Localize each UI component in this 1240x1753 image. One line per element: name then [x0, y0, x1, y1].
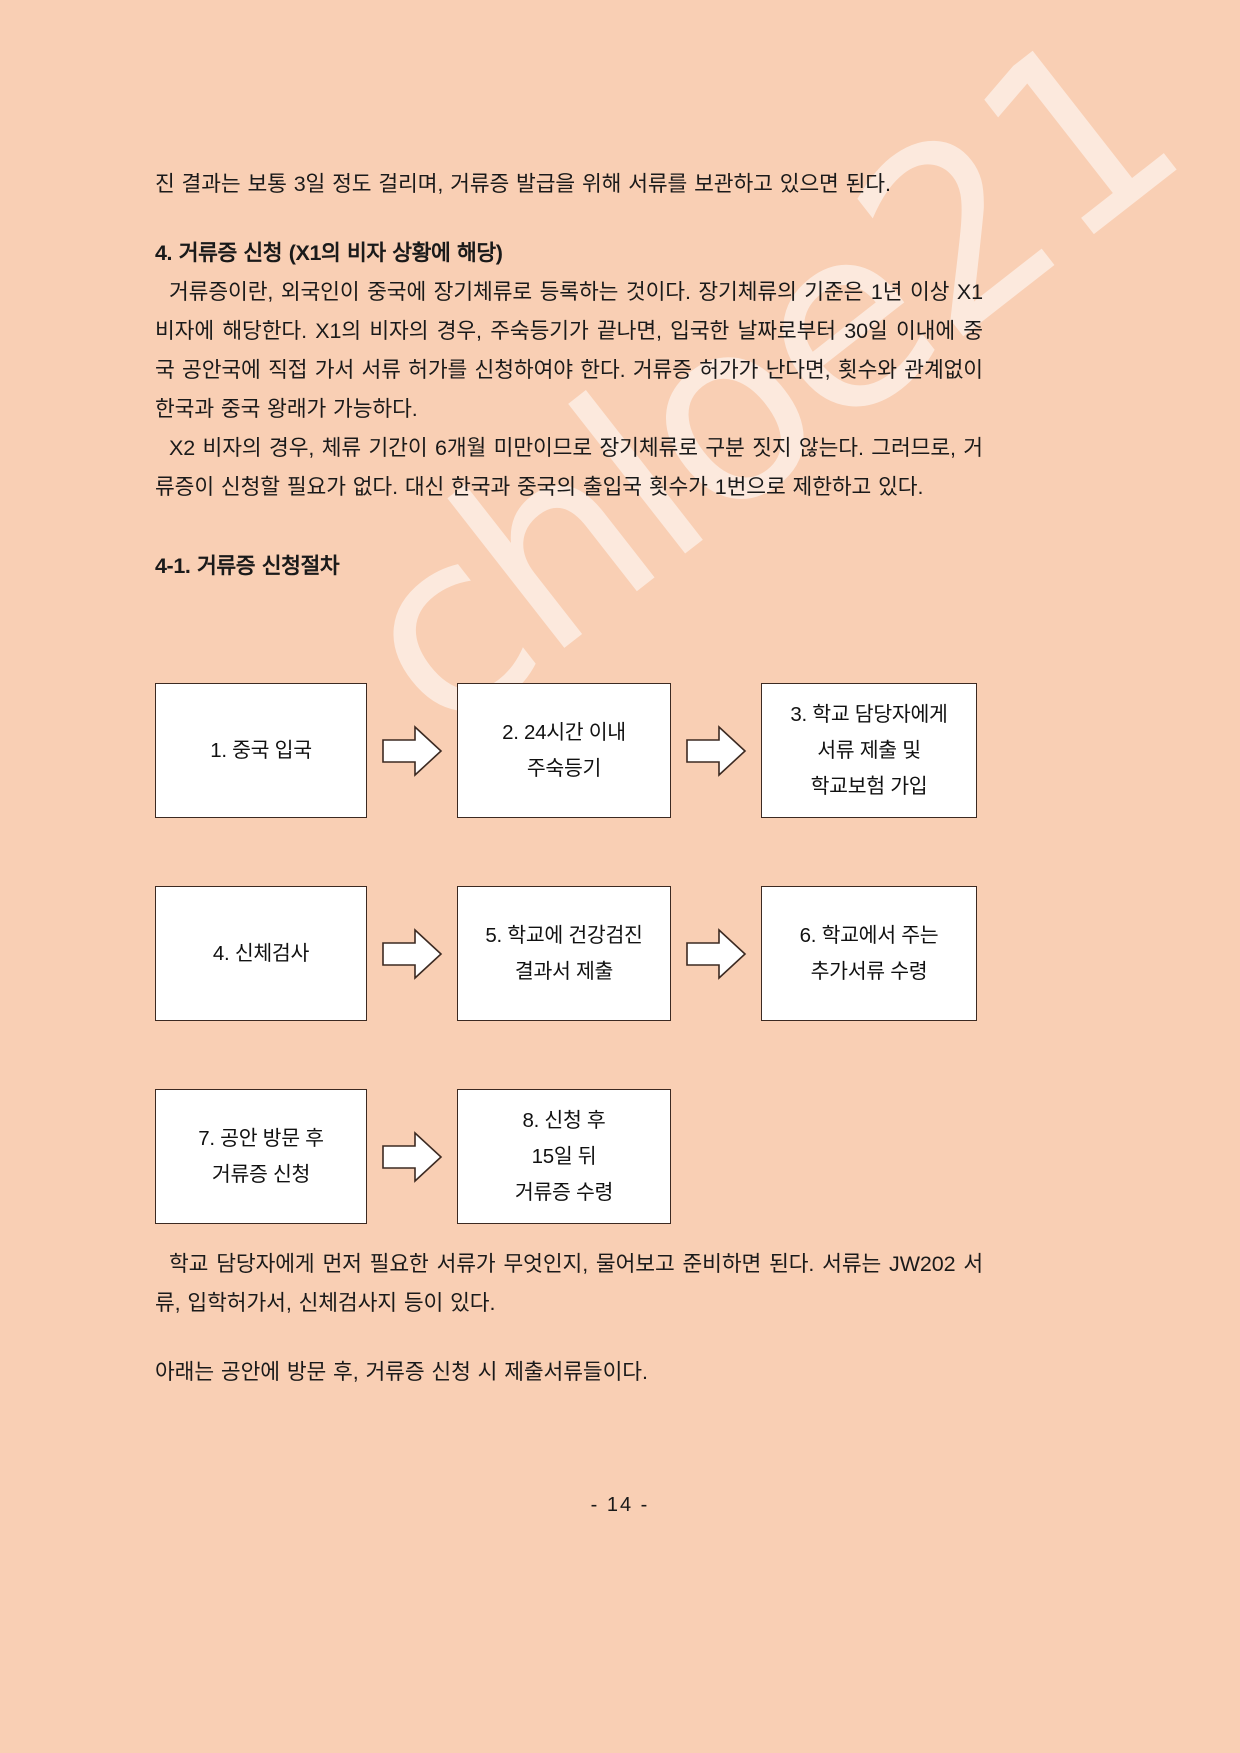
- flow-step-line: 거류증 신청: [211, 1162, 311, 1186]
- arrow-right-icon: [379, 721, 445, 781]
- flow-step-2: 2. 24시간 이내 주숙등기: [457, 683, 671, 818]
- arrow-right-icon: [379, 924, 445, 984]
- document-content-lower: 학교 담당자에게 먼저 필요한 서류가 무엇인지, 물어보고 준비하면 된다. …: [155, 1245, 983, 1392]
- arrow-right-icon: [683, 924, 749, 984]
- flow-step-line: 7. 공안 방문 후: [198, 1126, 324, 1150]
- spacer: [155, 507, 983, 547]
- spacer: [155, 204, 983, 234]
- paragraph-3: 학교 담당자에게 먼저 필요한 서류가 무엇인지, 물어보고 준비하면 된다. …: [155, 1252, 983, 1315]
- flow-step-1: 1. 중국 입국: [155, 683, 367, 818]
- flow-step-7: 7. 공안 방문 후 거류증 신청: [155, 1089, 367, 1224]
- arrow-right-icon: [379, 1127, 445, 1187]
- flow-step-8: 8. 신청 후 15일 뒤 거류증 수령: [457, 1089, 671, 1224]
- flowchart: 1. 중국 입국 2. 24시간 이내 주숙등기 3. 학교 담당자: [155, 683, 985, 1224]
- flow-step-line: 주숙등기: [526, 756, 602, 780]
- document-content: 진 결과는 보통 3일 정도 걸리며, 거류증 발급을 위해 서류를 보관하고 …: [155, 165, 983, 586]
- continued-paragraph: 진 결과는 보통 3일 정도 걸리며, 거류증 발급을 위해 서류를 보관하고 …: [155, 172, 891, 196]
- spacer: [155, 1323, 983, 1353]
- paragraph-2: X2 비자의 경우, 체류 기간이 6개월 미만이므로 장기체류로 구분 짓지 …: [155, 436, 983, 499]
- flow-step-4: 4. 신체검사: [155, 886, 367, 1021]
- flowchart-row: 7. 공안 방문 후 거류증 신청 8. 신청 후 15일 뒤 거류증 수령: [155, 1089, 985, 1224]
- flow-step-line: 학교보험 가입: [810, 774, 928, 798]
- flow-step-line: 거류증 수령: [514, 1180, 614, 1204]
- paragraph-1: 거류증이란, 외국인이 중국에 장기체류로 등록하는 것이다. 장기체류의 기준…: [155, 280, 983, 421]
- flow-step-line: 15일 뒤: [531, 1144, 597, 1168]
- flowchart-row: 4. 신체검사 5. 학교에 건강검진 결과서 제출 6. 학교에서: [155, 886, 985, 1021]
- flow-step-line: 1. 중국 입국: [210, 738, 312, 762]
- flow-step-line: 5. 학교에 건강검진: [485, 923, 643, 947]
- arrow-right-icon: [683, 721, 749, 781]
- flow-step-line: 서류 제출 및: [817, 738, 921, 762]
- flowchart-row: 1. 중국 입국 2. 24시간 이내 주숙등기 3. 학교 담당자: [155, 683, 985, 818]
- flow-step-6: 6. 학교에서 주는 추가서류 수령: [761, 886, 977, 1021]
- page-number: - 14 -: [590, 1494, 650, 1516]
- flow-step-3: 3. 학교 담당자에게 서류 제출 및 학교보험 가입: [761, 683, 977, 818]
- flow-step-line: 결과서 제출: [514, 959, 614, 983]
- flow-step-line: 8. 신청 후: [522, 1108, 606, 1132]
- flow-step-line: 3. 학교 담당자에게: [790, 702, 948, 726]
- flow-step-line: 6. 학교에서 주는: [799, 923, 939, 947]
- flow-step-line: 추가서류 수령: [810, 959, 928, 983]
- section-heading: 4. 거류증 신청 (X1의 비자 상황에 해당): [155, 241, 503, 265]
- flow-step-line: 2. 24시간 이내: [502, 720, 626, 744]
- flow-step-line: 4. 신체검사: [212, 941, 310, 965]
- subsection-heading: 4-1. 거류증 신청절차: [155, 554, 340, 578]
- flow-step-5: 5. 학교에 건강검진 결과서 제출: [457, 886, 671, 1021]
- paragraph-4: 아래는 공안에 방문 후, 거류증 신청 시 제출서류들이다.: [155, 1360, 648, 1384]
